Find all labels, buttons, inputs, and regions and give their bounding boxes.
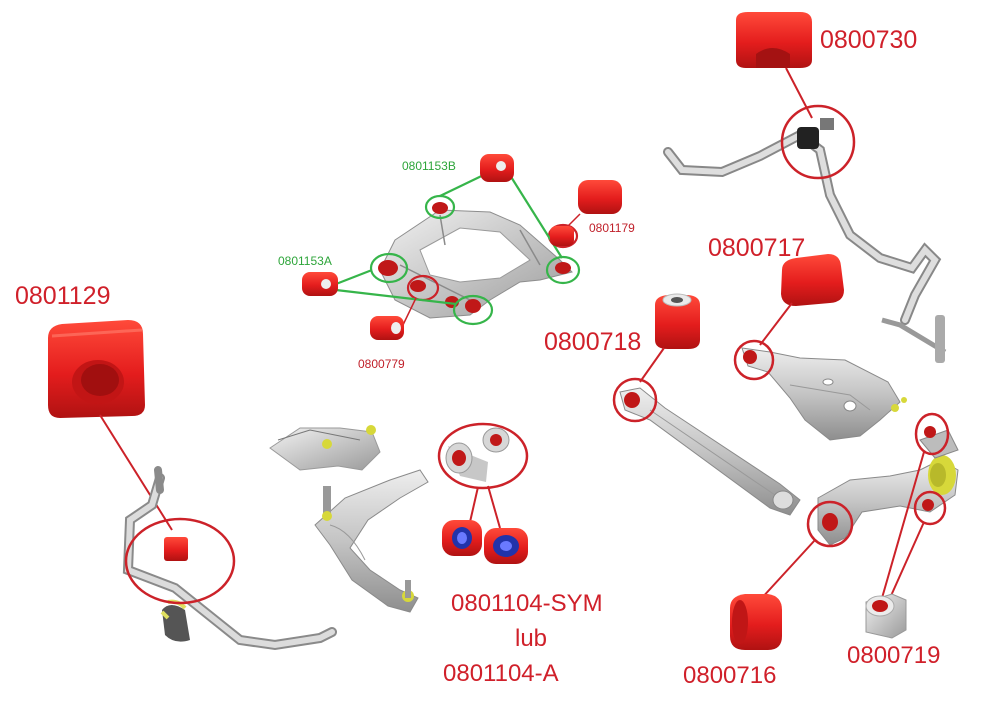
rear-subframe: [378, 202, 573, 319]
front-sway-bar: [122, 466, 337, 651]
callout-circle-front-bar: [124, 517, 236, 605]
leader-line-0800730: [785, 67, 813, 119]
callout-circle-0800719-lower: [913, 490, 947, 526]
leader-line-0800716: [759, 539, 816, 601]
callout-circle-0801104: [437, 422, 529, 490]
leader-line-0800779: [401, 297, 417, 328]
rear-trailing-link: [619, 387, 801, 516]
part-number-0800717: 0800717: [708, 234, 806, 262]
leader-line-0801129: [99, 414, 173, 531]
part-number-0801153b: 0801153B: [402, 159, 456, 173]
leader-line-0801179: [565, 213, 581, 229]
callout-circle-0800716: [806, 500, 854, 548]
bushing-0800730: [736, 12, 812, 68]
bushing-0800719: [865, 593, 907, 639]
small-bushings: [302, 154, 622, 340]
leader-line-0800718: [639, 347, 665, 383]
rear-lower-arm: [817, 426, 959, 546]
part-number-0800730: 0800730: [820, 26, 918, 54]
leader-line-0800717: [759, 302, 793, 346]
part-number-0801104-a: 0801104-A: [443, 660, 559, 687]
leader-line-0801104-b: [487, 485, 501, 529]
rear-sway-bar: [663, 118, 947, 363]
part-number-0801153a: 0801153A: [278, 254, 332, 268]
bushing-0800718: [655, 293, 700, 349]
part-number-0801104-sym: 0801104-SYM: [451, 590, 603, 617]
bushing-0800717: [781, 254, 844, 306]
callout-circle-0800730: [780, 104, 856, 180]
part-number-0800719: 0800719: [847, 642, 941, 669]
bushing-0801104-outline: [445, 427, 510, 482]
part-number-0800716: 0800716: [683, 662, 777, 689]
part-number-0800779: 0800779: [358, 357, 405, 371]
callout-circle-0800717: [733, 339, 775, 381]
separator-lub: lub: [515, 625, 548, 652]
bushing-0800716: [730, 594, 782, 650]
part-number-0801179: 0801179: [589, 221, 635, 235]
callout-circle-0800719-upper: [914, 412, 950, 456]
callout-circle-0800718: [612, 377, 658, 423]
leader-line-0800719-a: [881, 451, 925, 599]
part-number-0800718: 0800718: [544, 328, 642, 356]
bushing-0801104-red: [442, 520, 528, 564]
leader-line-0801104-a: [469, 486, 479, 523]
front-control-arm: [269, 425, 429, 613]
green-callouts: [335, 169, 581, 326]
bushing-0801129: [48, 320, 145, 418]
rear-upper-arm: [741, 347, 907, 441]
leader-line-0800719-b: [889, 521, 925, 599]
part-number-0801129: 0801129: [15, 282, 111, 310]
